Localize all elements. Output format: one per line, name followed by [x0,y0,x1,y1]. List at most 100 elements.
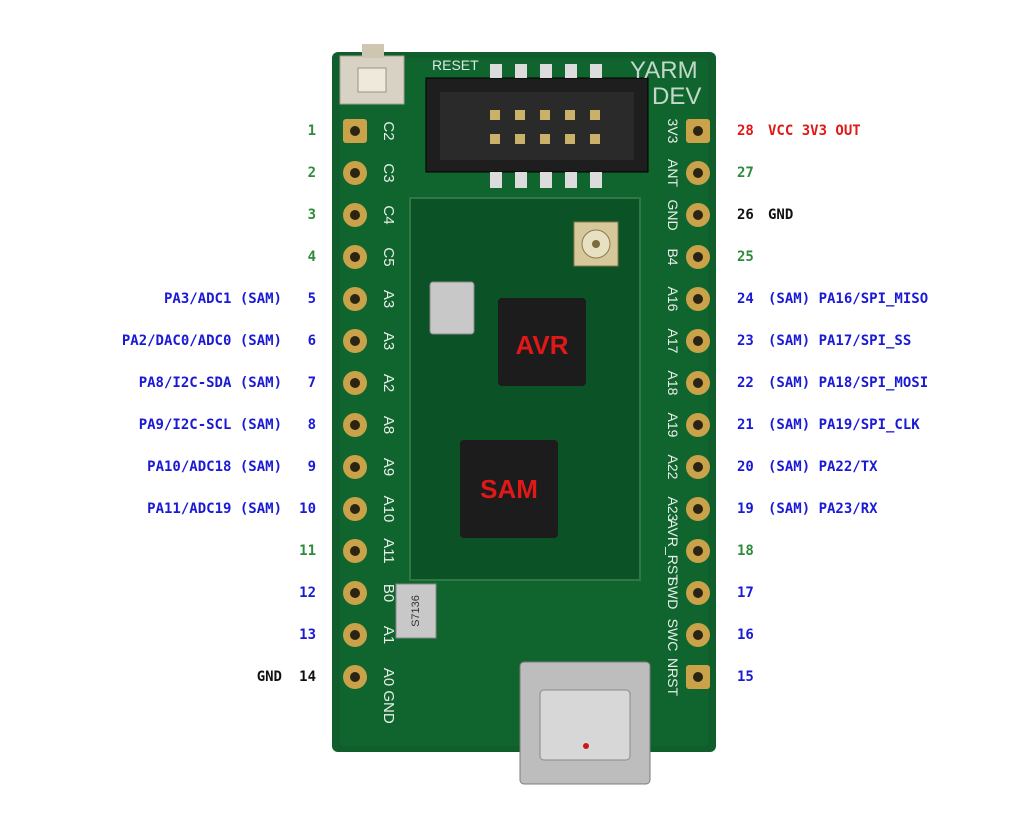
silk-right-label: A19 [665,413,681,438]
left-pin-number: 6 [307,333,316,349]
left-pin-label: PA3/ADC1 (SAM) [163,291,282,307]
reset-button [339,44,405,105]
silk-right-label: NRST [665,658,681,697]
left-pin-number: 5 [307,291,316,307]
silk-right-label: B4 [665,248,681,265]
pad-right-9-hole [693,462,703,472]
left-pin-number: 10 [299,501,316,517]
silk-right-label: A23 [665,497,681,522]
left-pin-label: PA8/I2C-SDA (SAM) [138,375,282,391]
pad-left-5-hole [350,294,360,304]
silk-left-label: A3 [380,290,397,308]
silk-right-label: 3V3 [665,119,681,144]
right-pin-label: GND [768,207,794,223]
pad-left-6-hole [350,336,360,346]
silk-left-label: A11 [380,538,397,564]
pad-right-5-hole [693,294,703,304]
pad-left-13-hole [350,630,360,640]
silk-left-label: B0 [380,584,397,602]
pad-left-7-hole [350,378,360,388]
silk-right-label: SWC [665,619,681,652]
silk-left-label: A2 [380,374,397,392]
silk-left-label: A10 [380,496,397,523]
right-pin-number: 18 [737,543,754,559]
left-pin-number: 11 [299,543,316,559]
pad-left-14-hole [350,672,360,682]
avr-chip-label: AVR [516,330,569,360]
right-pin-number: 25 [737,249,754,265]
right-pin-number: 26 [737,207,754,223]
right-pin-label: (SAM) PA19/SPI_CLK [768,417,920,433]
right-pin-label: (SAM) PA18/SPI_MOSI [768,375,929,391]
silk-right-label: A17 [665,329,681,354]
right-pin-number: 27 [737,165,754,181]
left-pin-number: 7 [307,375,316,391]
right-pin-number: 23 [737,333,754,349]
left-pin-number: 9 [307,459,316,475]
pad-right-4-hole [693,252,703,262]
left-pin-label: PA11/ADC19 (SAM) [147,501,282,517]
silk-left-label: A0 [380,668,397,686]
right-pin-number: 20 [737,459,754,475]
pad-right-14-hole [693,672,703,682]
reset-silkscreen: RESET [432,57,479,73]
silk-right-label: SWD [665,577,681,610]
right-pin-number: 19 [737,501,754,517]
silk-left-label: A9 [380,458,397,476]
left-pin-number: 1 [307,123,316,139]
sam-chip [460,440,558,538]
pad-right-11-hole [693,546,703,556]
right-pin-number: 15 [737,669,754,685]
pad-left-11-hole [350,546,360,556]
silk-left-label: C3 [380,163,397,182]
right-pin-label: (SAM) PA17/SPI_SS [768,333,912,349]
pad-right-3-hole [693,210,703,220]
pad-right-13-hole [693,630,703,640]
usb-connector [519,661,651,785]
right-pin-label: (SAM) PA16/SPI_MISO [768,291,929,307]
right-pin-number: 24 [737,291,754,307]
pad-left-9-hole [350,462,360,472]
pad-left-10-hole [350,504,360,514]
pad-right-1-hole [693,126,703,136]
left-pin-number: 14 [299,669,316,685]
sam-chip-label: SAM [480,474,538,504]
right-pin-label: (SAM) PA23/RX [768,501,878,517]
pad-right-8-hole [693,420,703,430]
silk-right-label: ANT [665,159,681,187]
left-pin-label: GND [256,669,282,685]
silk-left-label: A3 [380,332,397,350]
left-pin-label: PA2/DAC0/ADC0 (SAM) [121,333,282,349]
silk-right-label: GND [665,199,681,230]
left-pin-number: 12 [299,585,316,601]
crystal [429,281,475,335]
left-pin-label: PA10/ADC18 (SAM) [147,459,282,475]
pad-right-2-hole [693,168,703,178]
brand-silkscreen-2: DEV [652,83,701,110]
pad-left-1-hole [350,126,360,136]
pad-right-12-hole [693,588,703,598]
pad-right-7-hole [693,378,703,388]
jtag-header [425,64,649,188]
silk-right-label: A22 [665,455,681,480]
antenna-connector [573,221,619,267]
left-pin-number: 3 [307,207,316,223]
pad-left-2-hole [350,168,360,178]
right-pin-number: 22 [737,375,754,391]
right-pin-label: VCC 3V3 OUT [768,123,861,139]
right-pin-number: 16 [737,627,754,643]
silk-right-label: AVR_RST [665,519,681,583]
left-pin-label: PA9/I2C-SCL (SAM) [138,417,282,433]
left-pin-number: 4 [307,249,316,265]
crystal-small [395,583,437,639]
pad-left-12-hole [350,588,360,598]
left-pin-number: 2 [307,165,316,181]
silk-left-label: C5 [380,247,397,266]
silk-left-label: GND [380,690,397,724]
silk-left-label: C2 [380,121,397,140]
crystal-small-marking: S7136 [410,595,422,627]
silk-right-label: A16 [665,287,681,312]
pad-left-4-hole [350,252,360,262]
avr-chip [498,298,586,386]
